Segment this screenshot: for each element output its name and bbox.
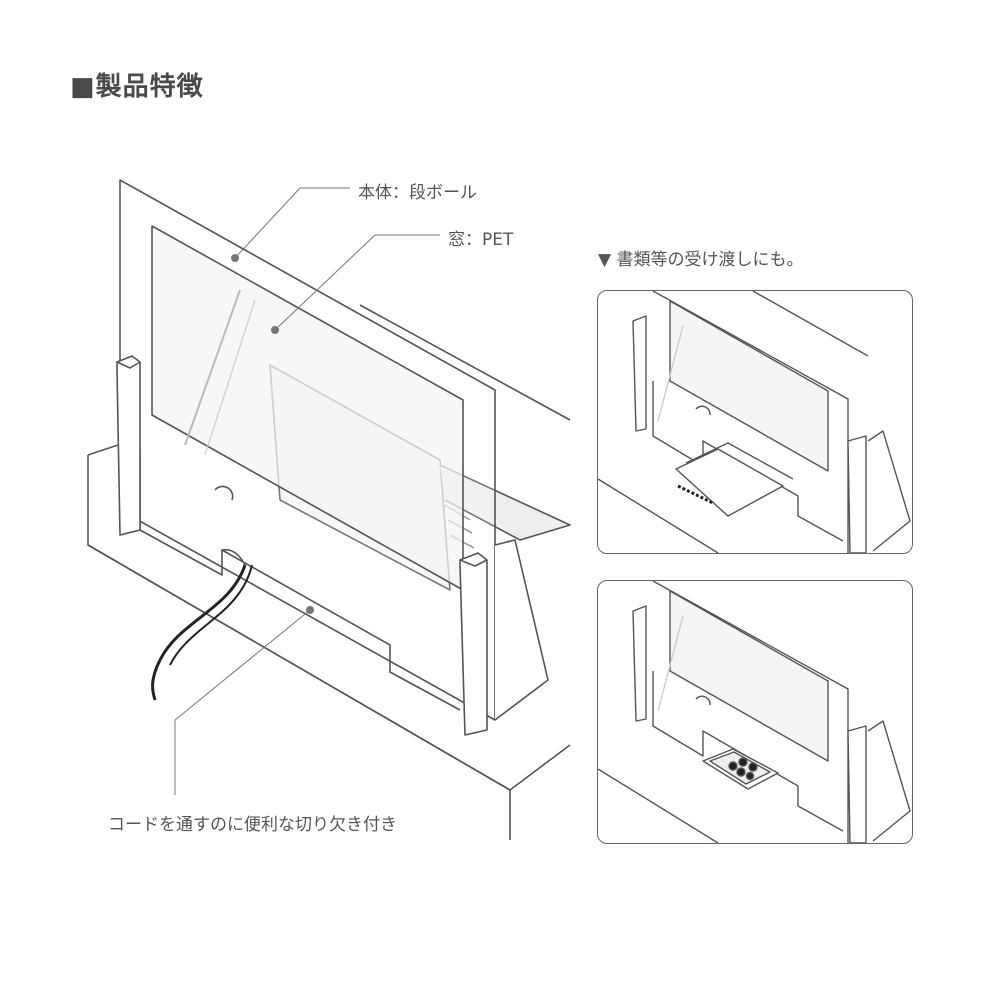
callout-window-material: 窓：PET [448, 230, 514, 250]
partition-illustration [87, 179, 571, 840]
payment-tray-illustration [598, 581, 911, 843]
callout-cord-cutout: コードを通すのに便利な切り欠き付き [108, 815, 397, 835]
usage-panel-documents [597, 290, 913, 554]
documents-illustration [598, 291, 911, 553]
usage-heading: ▼ 書類等の受け渡しにも。 [598, 250, 804, 270]
coin-tray [702, 748, 779, 790]
power-cord [151, 564, 247, 701]
usage-panel-payment-tray [597, 580, 913, 844]
right-stand [459, 552, 488, 736]
callout-body-material: 本体：段ボール [358, 183, 477, 203]
left-stand [116, 355, 141, 536]
section-heading: ■製品特徴 [70, 72, 204, 102]
